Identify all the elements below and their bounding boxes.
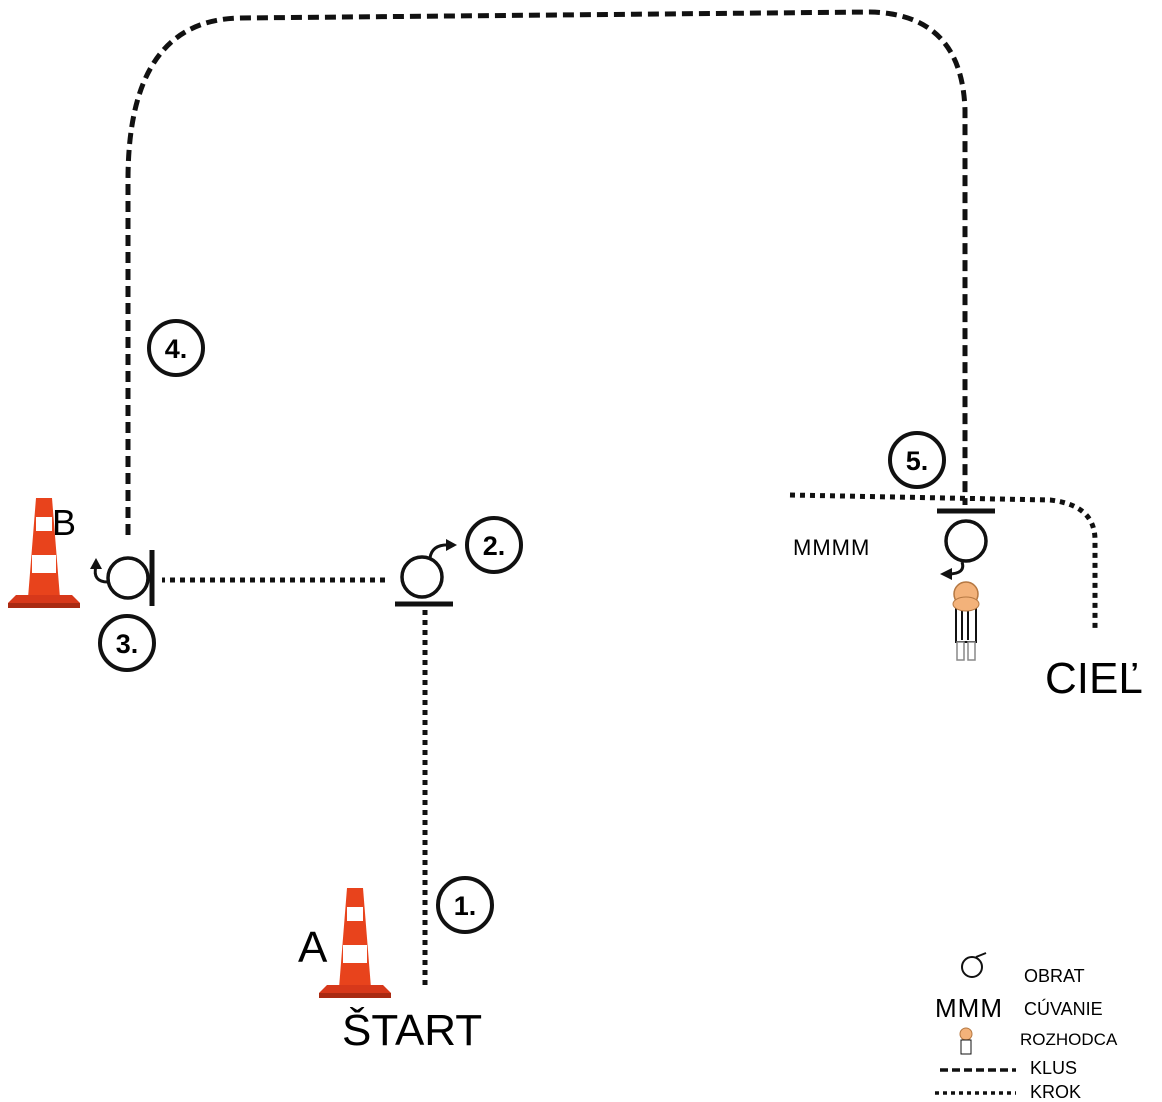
step-marker-4: 4. [147, 319, 205, 377]
legend: OBRAT MMM CÚVANIE ROZHODCA KLUS KROK [935, 952, 1118, 1102]
legend-turn: OBRAT [1024, 966, 1085, 986]
step-marker-5: 5. [888, 431, 946, 489]
svg-text:5.: 5. [906, 446, 929, 476]
cone-label-b: B [52, 502, 76, 543]
legend-reverse-symbol: MMM [935, 993, 1003, 1023]
step-marker-3: 3. [98, 614, 156, 672]
judge-icon [959, 1027, 973, 1055]
svg-text:4.: 4. [165, 334, 188, 364]
turn-icon [961, 956, 983, 978]
judge-icon [952, 581, 980, 661]
cone-label-a: A [298, 923, 328, 972]
legend-judge: ROZHODCA [1020, 1030, 1118, 1049]
legend-trot: KLUS [1030, 1058, 1077, 1078]
step-marker-1: 1. [436, 876, 494, 934]
reverse-marks: MMMM [793, 535, 870, 560]
walk-path-finish [789, 492, 1098, 632]
svg-text:2.: 2. [483, 531, 506, 561]
horse-position-3 [106, 556, 150, 600]
legend-walk: KROK [1030, 1082, 1081, 1102]
traffic-cone-icon [319, 888, 391, 998]
horse-position-5 [944, 519, 988, 563]
legend-reverse: CÚVANIE [1024, 998, 1103, 1019]
finish-label: CIEĽ [1045, 654, 1143, 703]
svg-text:1.: 1. [454, 891, 477, 921]
trot-path [125, 9, 968, 535]
svg-text:3.: 3. [116, 629, 139, 659]
start-label: ŠTART [342, 1005, 482, 1055]
step-marker-2: 2. [465, 516, 523, 574]
horse-position-2 [400, 555, 444, 599]
